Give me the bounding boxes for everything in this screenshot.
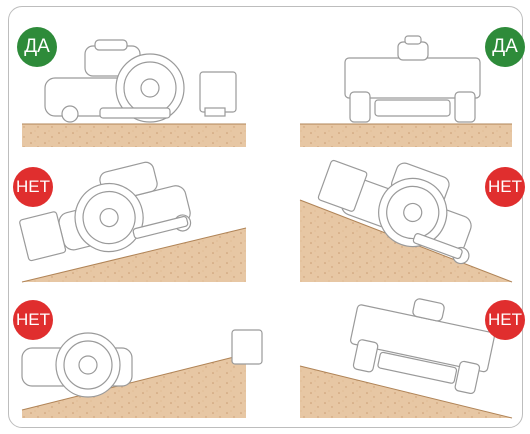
mower-front-view (345, 287, 499, 396)
verdict-badge-yes: ДА (485, 27, 525, 67)
verdict-badge-no: НЕТ (485, 300, 525, 340)
mower-side-view (45, 40, 236, 122)
verdict-badge-yes: ДА (17, 27, 57, 67)
panel-uphill-side-2 (22, 330, 262, 418)
panel-flat-side (22, 40, 246, 147)
panel-downhill-side (300, 139, 512, 282)
panel-flat-front (300, 36, 512, 147)
panel-tilted-front (300, 287, 512, 418)
verdict-badge-no: НЕТ (485, 167, 525, 207)
verdict-badge-no: НЕТ (13, 167, 53, 207)
verdict-badge-no: НЕТ (13, 300, 53, 340)
mower-front-view (345, 36, 480, 122)
